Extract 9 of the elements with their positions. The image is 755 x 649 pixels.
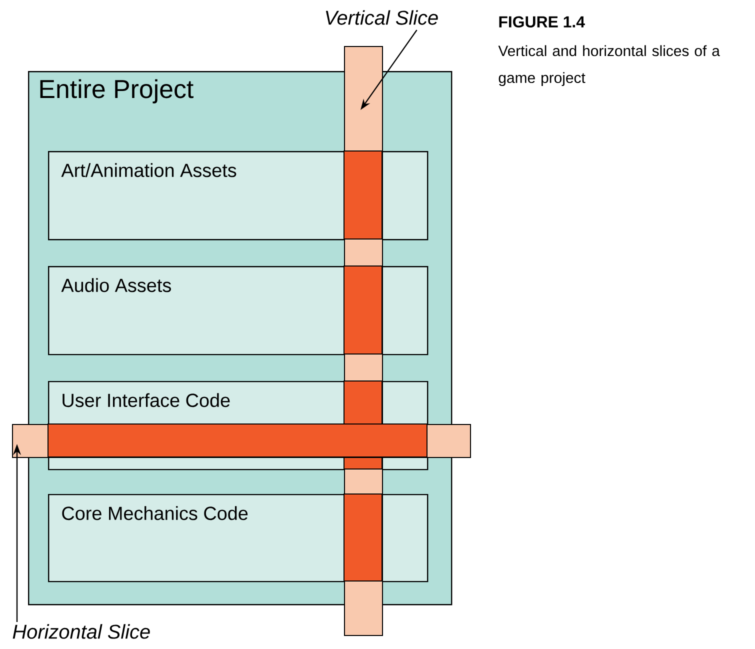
category-box: Audio Assets bbox=[48, 266, 428, 356]
category-box: Art/Animation Assets bbox=[48, 151, 428, 240]
slice-label: Horizontal Slice bbox=[12, 624, 150, 639]
category-box: Core Mechanics Code bbox=[48, 494, 428, 582]
vertical-slice-bar bbox=[344, 46, 383, 636]
figure-number: FIGURE 1.4 bbox=[499, 16, 585, 28]
horizontal-slice-bar bbox=[12, 423, 471, 458]
caption: Vertical and horizontal slices of a game project bbox=[498, 45, 720, 86]
slice-label: Vertical Slice bbox=[326, 10, 438, 25]
